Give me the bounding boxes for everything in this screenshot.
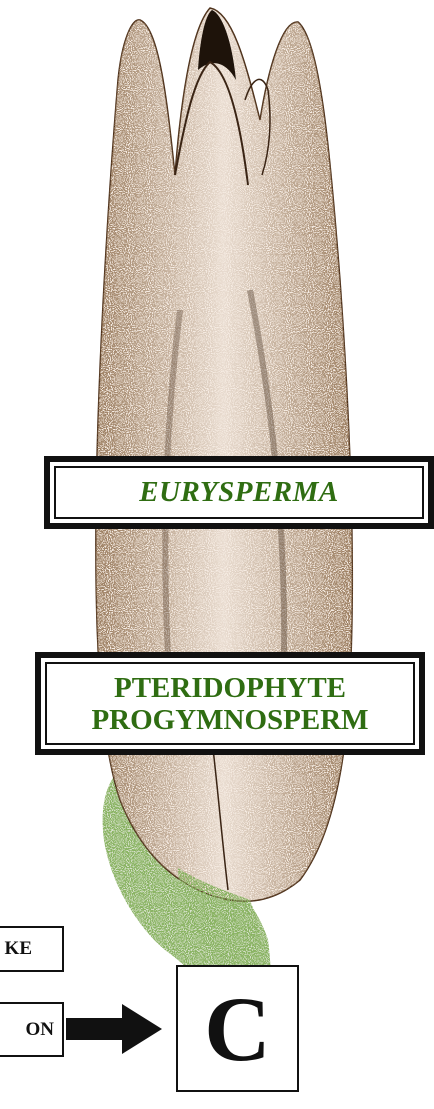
side-label-lower: ON (26, 1019, 55, 1041)
right-arrow-icon (66, 1004, 162, 1054)
classification-label: PTERIDOPHYTE PROGYMNOSPERM (91, 672, 368, 736)
seed-body (96, 8, 353, 901)
panel-letter-box: C (176, 965, 299, 1092)
classification-box: PTERIDOPHYTE PROGYMNOSPERM (35, 652, 425, 755)
side-label-upper: KE (5, 938, 32, 960)
genus-label: EURYSPERMA (139, 476, 338, 509)
genus-label-box: EURYSPERMA (44, 456, 434, 529)
classification-line-2: PROGYMNOSPERM (91, 704, 368, 736)
side-label-box-upper: KE (0, 926, 64, 972)
side-label-box-lower: ON (0, 1002, 64, 1057)
classification-line-1: PTERIDOPHYTE (91, 672, 368, 704)
panel-letter: C (204, 976, 270, 1082)
